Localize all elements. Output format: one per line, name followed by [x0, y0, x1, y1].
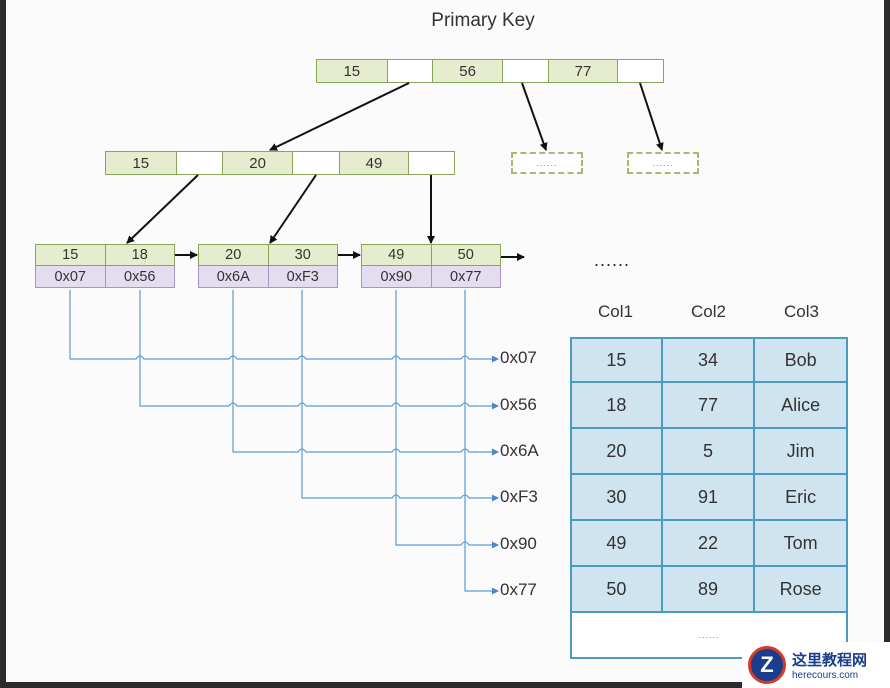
table-cell: 15	[570, 337, 663, 383]
watermark-logo-icon: Z	[748, 646, 786, 684]
row-address: 0x90	[500, 534, 537, 553]
root-key: 15	[317, 60, 387, 82]
leaf-key: 50	[431, 244, 501, 266]
pointer-link-line	[464, 290, 499, 595]
tree-arrow	[521, 82, 548, 151]
leaf-pointer: 0x56	[105, 266, 175, 288]
leaf-pointer: 0x6A	[198, 266, 269, 288]
table-row: 49 22 Tom	[570, 521, 849, 567]
root-node: 15 56 77	[316, 59, 664, 83]
row-address: 0xF3	[500, 487, 538, 506]
root-pointer	[386, 60, 433, 82]
row-address: 0x77	[500, 580, 537, 599]
table-row: 50 89 Rose	[570, 567, 849, 613]
table-cell: 5	[662, 429, 756, 475]
table-header: Col2	[691, 302, 726, 321]
pointer-link-line	[395, 290, 499, 549]
placeholder-node: ......	[511, 152, 583, 174]
table-cell: 20	[570, 429, 663, 475]
internal-key: 15	[106, 152, 176, 174]
internal-pointer	[175, 152, 223, 174]
pointer-link-line	[232, 290, 499, 456]
table-cell: 49	[570, 521, 663, 567]
leaf-node: 15 18 0x07 0x56	[35, 244, 175, 288]
placeholder-node: ......	[627, 152, 699, 174]
table-cell: 30	[570, 475, 663, 521]
table-row: 30 91 Eric	[570, 475, 849, 521]
leaf-key: 49	[361, 244, 432, 266]
table-row: 18 77 Alice	[570, 383, 849, 429]
leaf-ellipsis: ......	[594, 250, 631, 270]
tree-arrow	[639, 82, 664, 151]
table-header: Col1	[598, 302, 633, 321]
leaf-pointer: 0xF3	[268, 266, 338, 288]
diagram-title: Primary Key	[431, 10, 535, 31]
row-address: 0x56	[500, 395, 537, 414]
table-cell: Jim	[755, 429, 849, 475]
internal-pointer	[291, 152, 339, 174]
root-key: 77	[547, 60, 618, 82]
table-cell: 22	[662, 521, 756, 567]
row-address: 0x6A	[500, 441, 539, 460]
tree-arrow	[126, 174, 199, 244]
watermark: Z 这里教程网 herecours.com	[742, 642, 890, 688]
table-row: 15 34 Bob	[570, 337, 849, 383]
table-row: 20 5 Jim	[570, 429, 849, 475]
table-cell: 77	[662, 383, 756, 429]
leaf-key: 18	[105, 244, 175, 266]
row-address: 0x07	[500, 348, 537, 367]
table-cell: Bob	[755, 337, 849, 383]
root-key: 56	[432, 60, 502, 82]
table-cell: Tom	[755, 521, 849, 567]
leaf-key: 30	[268, 244, 338, 266]
root-pointer	[617, 60, 663, 82]
table-cell: Alice	[755, 383, 849, 429]
leaf-node: 49 50 0x90 0x77	[361, 244, 501, 288]
table-cell: 89	[662, 567, 756, 613]
data-table: 15 34 Bob 18 77 Alice 20 5 Jim 30 91 Eri…	[570, 337, 849, 659]
table-cell: 34	[662, 337, 756, 383]
watermark-title: 这里教程网	[792, 652, 868, 669]
root-pointer	[501, 60, 548, 82]
table-header: Col3	[784, 302, 819, 321]
pointer-link-line	[301, 290, 499, 502]
leaf-pointer: 0x07	[35, 266, 106, 288]
internal-pointer	[408, 152, 454, 174]
pointer-link-line	[139, 290, 499, 410]
internal-key: 20	[222, 152, 292, 174]
pointer-link-line	[69, 290, 499, 363]
table-cell: Eric	[755, 475, 849, 521]
watermark-url: herecours.com	[792, 670, 859, 681]
leaf-pointer: 0x77	[431, 266, 501, 288]
leaf-key: 20	[198, 244, 269, 266]
tree-arrow	[269, 82, 410, 151]
internal-node: 15 20 49	[105, 151, 455, 175]
leaf-node: 20 30 0x6A 0xF3	[198, 244, 338, 288]
leaf-key: 15	[35, 244, 106, 266]
table-cell: 50	[570, 567, 663, 613]
internal-key: 49	[338, 152, 409, 174]
table-cell: 18	[570, 383, 663, 429]
table-cell: Rose	[755, 567, 849, 613]
table-cell: 91	[662, 475, 756, 521]
tree-arrow	[269, 174, 317, 244]
leaf-pointer: 0x90	[361, 266, 432, 288]
